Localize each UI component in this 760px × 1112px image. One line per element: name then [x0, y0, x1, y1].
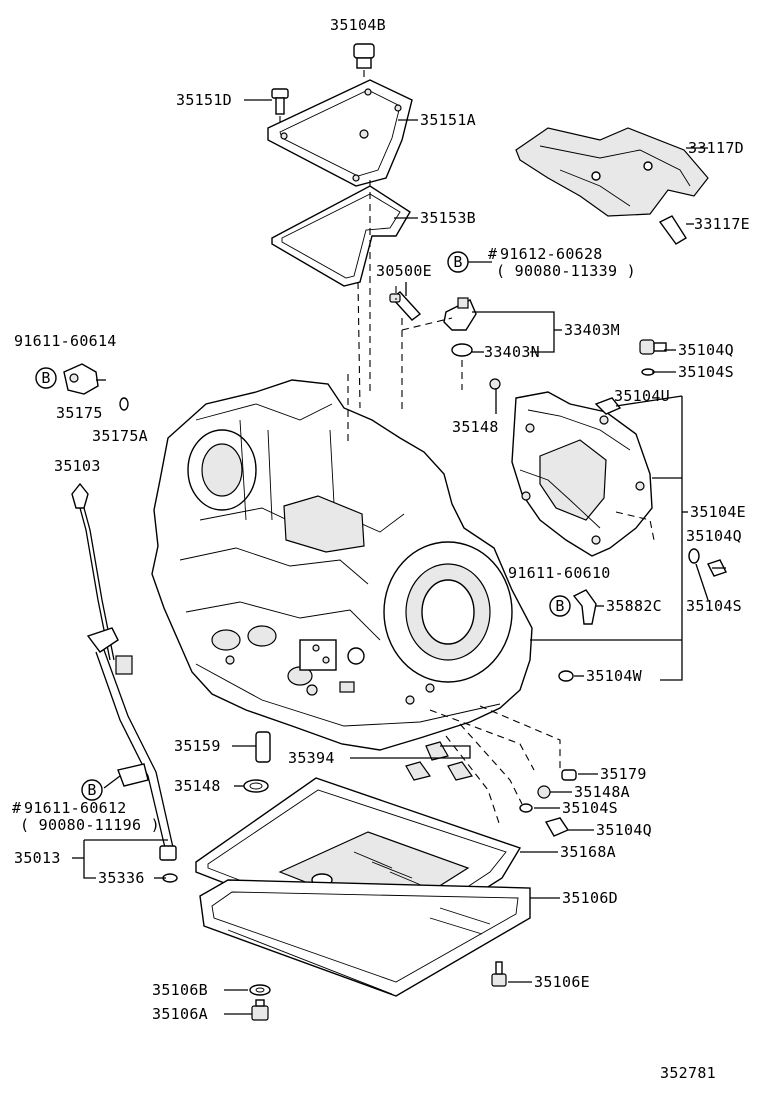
filler-tube-35013 [86, 627, 177, 861]
label-91611-60610: 91611-60610 [508, 564, 611, 582]
label-35104S-top: 35104S [678, 363, 734, 381]
bolt-35151D [271, 88, 289, 130]
circle-b-marker-2: B [35, 367, 57, 389]
label-33117D: 33117D [688, 139, 744, 157]
o-ring-35104S-lower [519, 803, 533, 813]
washer-35106B [249, 984, 271, 996]
label-35148-upper: 35148 [452, 418, 499, 436]
bolt-33117E [658, 215, 687, 245]
oil-pan-35106D [199, 879, 531, 997]
circle-b-letter: B [41, 369, 50, 387]
o-ring-35175A [119, 397, 129, 411]
circle-b-letter: B [87, 781, 96, 799]
plug-35104W [558, 670, 574, 682]
label-35106A: 35106A [152, 1005, 208, 1023]
label-35106B: 35106B [152, 981, 208, 999]
label-35148-lower: 35148 [174, 777, 221, 795]
gasket-35148-lower [243, 779, 269, 793]
clamp-35882C [572, 589, 597, 625]
circle-b-marker-1: B [447, 251, 469, 273]
bolt-35104U [594, 397, 622, 415]
label-35159: 35159 [174, 737, 221, 755]
label-35168A: 35168A [560, 843, 616, 861]
label-91612-60628: 91612-60628 [500, 245, 603, 263]
bolt-35104Q-lower [544, 817, 570, 837]
circle-b-letter: B [555, 597, 564, 615]
hash-marker: # [12, 799, 21, 817]
label-33403M: 33403M [564, 321, 620, 339]
label-33117E: 33117E [694, 215, 750, 233]
label-35104U: 35104U [614, 387, 670, 405]
label-35104S-mid: 35104S [686, 597, 742, 615]
pipe-35159 [255, 731, 271, 763]
label-91611-60612: 91611-60612 [24, 799, 127, 817]
gasket-35153B [271, 185, 411, 287]
label-35179: 35179 [600, 765, 647, 783]
label-35153B: 35153B [420, 209, 476, 227]
label-30500E: 30500E [376, 262, 432, 280]
label-35104Q-mid: 35104Q [686, 527, 742, 545]
bolt-35104Q-top [639, 339, 667, 355]
label-35104Q-lower: 35104Q [596, 821, 652, 839]
plug-35179 [561, 769, 577, 781]
label-35336: 35336 [98, 869, 145, 887]
heat-shield-33117D [515, 127, 709, 217]
label-35104B: 35104B [330, 16, 386, 34]
label-35882C: 35882C [606, 597, 662, 615]
sensor-33403M [443, 297, 477, 331]
label-35104W: 35104W [586, 667, 643, 685]
label-35104S-lower: 35104S [562, 799, 618, 817]
circle-b-letter: B [453, 253, 462, 271]
label-90080-11196: ( 90080-11196 ) [20, 816, 160, 834]
drain-plug-35106A [251, 999, 269, 1021]
label-35151A: 35151A [420, 111, 476, 129]
plug-35148-upper [489, 378, 501, 390]
nut-35148A [537, 785, 551, 799]
installation-guides [347, 180, 655, 827]
label-91611-60614: 91611-60614 [14, 332, 117, 350]
label-35103: 35103 [54, 457, 101, 475]
leader-lines [72, 99, 726, 1015]
label-35104E: 35104E [690, 503, 746, 521]
o-ring-33403N [451, 343, 473, 357]
side-cover [511, 391, 653, 557]
label-35175A: 35175A [92, 427, 148, 445]
sensor-35175 [63, 363, 99, 395]
label-35106E: 35106E [534, 973, 590, 991]
hash-marker: # [488, 245, 497, 263]
magnets-35394 [405, 741, 474, 781]
bolt-35106E [491, 961, 507, 987]
label-35394: 35394 [288, 749, 335, 767]
circle-b-marker-4: B [81, 779, 103, 801]
label-90080-11339: ( 90080-11339 ) [496, 262, 636, 280]
label-35151D: 35151D [176, 91, 232, 109]
o-ring-35104S-mid [688, 548, 700, 564]
label-33403N: 33403N [484, 343, 540, 361]
label-35175: 35175 [56, 404, 103, 422]
bolt-30500E [389, 291, 422, 321]
cover-35151A [267, 79, 413, 187]
circle-b-marker-3: B [549, 595, 571, 617]
label-35148A: 35148A [574, 783, 630, 801]
label-35106D: 35106D [562, 889, 618, 907]
label-35013: 35013 [14, 849, 61, 867]
label-35104Q-top: 35104Q [678, 341, 734, 359]
part-labels: 35104B 35151D 35151A 33117D 35153B 33117… [12, 16, 750, 1082]
transaxle-case [151, 379, 533, 751]
diagram-number: 352781 [660, 1064, 716, 1082]
